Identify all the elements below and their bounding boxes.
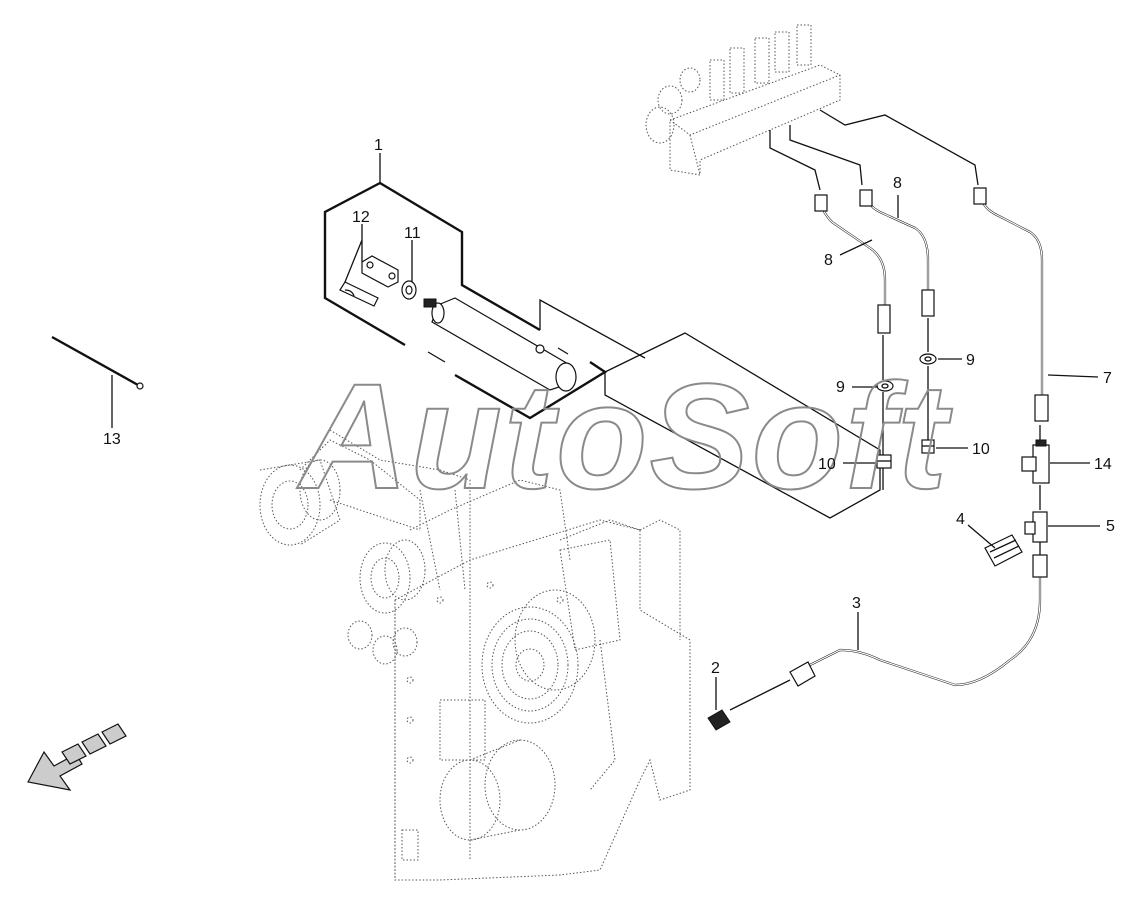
callout-5: 5 xyxy=(1106,518,1115,535)
callout-labels: 1 2 3 4 5 7 8 8 9 9 10 10 11 12 13 14 xyxy=(103,137,1115,677)
callout-10-left: 10 xyxy=(818,456,836,473)
hose-8-right xyxy=(859,189,935,317)
callout-9-left: 9 xyxy=(836,379,845,396)
hose-8-left xyxy=(814,194,891,334)
callout-2: 2 xyxy=(711,660,720,677)
callout-8-left: 8 xyxy=(824,252,833,269)
washer-9-left xyxy=(876,380,894,392)
direction-arrow-icon xyxy=(27,723,127,791)
callout-11: 11 xyxy=(404,225,421,242)
hose-7 xyxy=(973,187,1049,422)
callout-3: 3 xyxy=(852,595,861,612)
quick-coupler-4 xyxy=(984,534,1023,567)
callout-1: 1 xyxy=(374,137,383,154)
callout-4: 4 xyxy=(956,511,965,528)
callout-12: 12 xyxy=(352,209,370,226)
valve-block xyxy=(645,24,841,176)
elbow-5 xyxy=(1024,511,1048,543)
tee-14 xyxy=(1021,439,1050,484)
callout-10-right: 10 xyxy=(972,441,990,458)
clevis xyxy=(339,255,399,307)
cable-tie-13 xyxy=(51,335,144,390)
callout-7: 7 xyxy=(1103,370,1112,387)
leader-lines xyxy=(111,153,1100,710)
gearbox-assembly xyxy=(259,429,691,881)
callout-13: 13 xyxy=(103,431,121,448)
adapter-10-right xyxy=(921,439,935,454)
watermark: AutoSoft xyxy=(296,352,953,520)
hose-3 xyxy=(729,554,1048,711)
washer-9-right xyxy=(919,353,937,365)
callout-14: 14 xyxy=(1094,456,1112,473)
hose-boundary xyxy=(604,109,1041,555)
nut xyxy=(401,280,417,300)
callout-8-right: 8 xyxy=(893,175,902,192)
hydraulic-cylinder xyxy=(423,297,577,392)
callout-9-right: 9 xyxy=(966,352,975,369)
cylinder-assembly xyxy=(323,181,646,420)
adapter-10-left xyxy=(876,454,892,469)
fitting-2 xyxy=(707,709,731,731)
